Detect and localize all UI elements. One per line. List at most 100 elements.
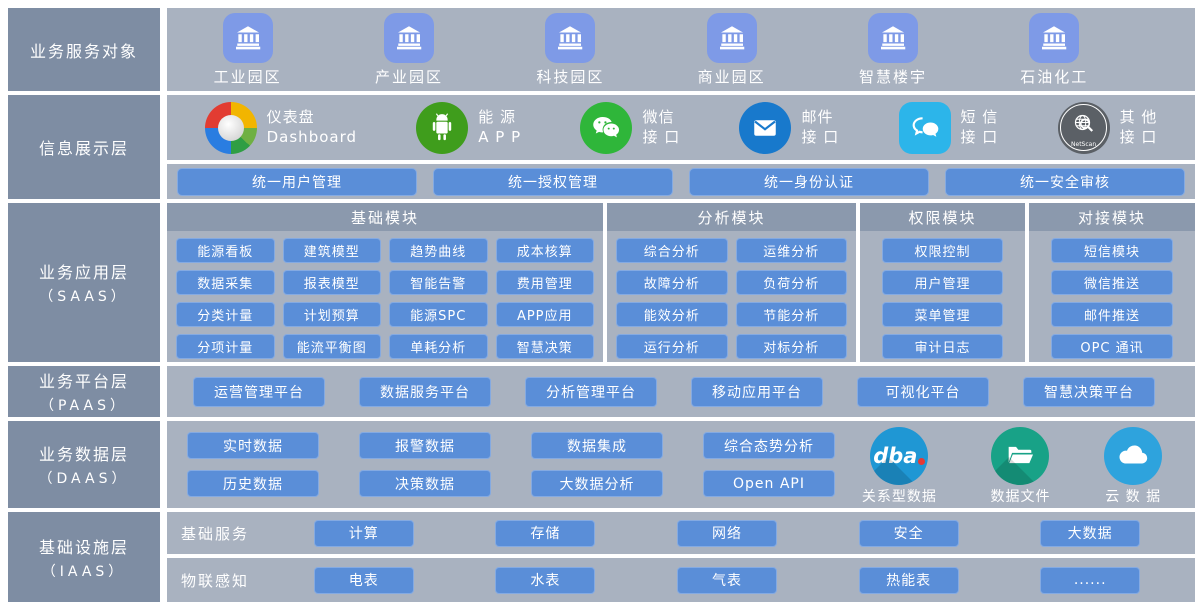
dba-badge: dba xyxy=(873,444,926,468)
data-button[interactable]: 决策数据 xyxy=(359,470,491,497)
layer-daas: 业务数据层 （DAAS） 实时数据报警数据数据集成综合态势分析历史数据决策数据大… xyxy=(8,421,1195,508)
sidebar-display: 信息展示层 xyxy=(8,95,160,199)
data-button[interactable]: 实时数据 xyxy=(187,432,319,459)
store-item: 云 数 据 xyxy=(1104,427,1163,506)
module-button[interactable]: OPC 通讯 xyxy=(1051,334,1173,359)
folder-icon xyxy=(991,427,1050,485)
bank-icon xyxy=(1029,12,1080,63)
sidebar-sublabel: （SAAS） xyxy=(39,289,129,305)
iaas-row-label: 物联感知 xyxy=(181,571,250,590)
services-panel: 工业园区产业园区科技园区商业园区智慧楼宇石油化工 xyxy=(167,8,1195,91)
sidebar-label: 业务数据层 xyxy=(38,445,129,464)
module-button[interactable]: 能流平衡图 xyxy=(282,334,381,359)
wechat-icon xyxy=(580,101,633,154)
unified-button[interactable]: 统一身份认证 xyxy=(689,167,929,196)
module-button[interactable]: 费用管理 xyxy=(495,270,594,295)
module-button[interactable]: 运行分析 xyxy=(616,334,728,359)
module-button[interactable]: 短信模块 xyxy=(1051,238,1173,263)
unified-button[interactable]: 统一用户管理 xyxy=(177,167,417,196)
module-button[interactable]: 对标分析 xyxy=(735,334,847,359)
unified-button[interactable]: 统一安全审核 xyxy=(945,167,1185,196)
cloud-icon xyxy=(1104,427,1163,485)
module-button[interactable]: 能源看板 xyxy=(176,238,275,263)
module-button[interactable]: 运维分析 xyxy=(735,238,847,263)
module-button[interactable]: 数据采集 xyxy=(176,270,275,295)
module-button[interactable]: 微信推送 xyxy=(1051,270,1173,295)
infra-button[interactable]: 存储 xyxy=(495,519,596,547)
module-button[interactable]: 故障分析 xyxy=(616,270,728,295)
infra-button[interactable]: 大数据 xyxy=(1040,519,1141,547)
module-button[interactable]: 负荷分析 xyxy=(735,270,847,295)
module-button[interactable]: 用户管理 xyxy=(882,270,1003,295)
module-button[interactable]: 节能分析 xyxy=(735,302,847,327)
module-button[interactable]: APP应用 xyxy=(495,302,594,327)
iaas-row: 物联感知 电表 水表 气表 热能表...... xyxy=(167,558,1195,602)
platform-button[interactable]: 移动应用平台 xyxy=(691,376,823,407)
platform-button[interactable]: 运营管理平台 xyxy=(193,376,325,407)
data-button[interactable]: 大数据分析 xyxy=(531,470,663,497)
dashboard-wheel-icon xyxy=(204,101,257,154)
module-button[interactable]: 单耗分析 xyxy=(389,334,488,359)
app-label: 邮件接 口 xyxy=(801,108,840,146)
module-button[interactable]: 权限控制 xyxy=(882,238,1003,263)
infra-button[interactable]: 水表 xyxy=(495,566,596,594)
data-button[interactable]: 数据集成 xyxy=(531,432,663,459)
infra-button[interactable]: 网络 xyxy=(676,519,777,547)
data-button[interactable]: 报警数据 xyxy=(359,432,491,459)
module-button[interactable]: 分项计量 xyxy=(176,334,275,359)
data-button[interactable]: 综合态势分析 xyxy=(703,432,835,459)
sidebar-label: 业务应用层 xyxy=(38,263,129,282)
infra-button[interactable]: 电表 xyxy=(313,566,414,594)
service-item: 石油化工 xyxy=(1020,12,1088,87)
infra-button[interactable]: 热能表 xyxy=(858,566,959,594)
module-button[interactable]: 智能告警 xyxy=(389,270,488,295)
platform-button[interactable]: 分析管理平台 xyxy=(525,376,657,407)
module-button[interactable]: 能源SPC xyxy=(389,302,488,327)
infra-button[interactable]: 安全 xyxy=(858,519,959,547)
data-button[interactable]: 历史数据 xyxy=(187,470,319,497)
sidebar-sublabel: （PAAS） xyxy=(40,398,128,414)
module-button[interactable]: 报表模型 xyxy=(282,270,381,295)
module-button[interactable]: 成本核算 xyxy=(495,238,594,263)
ring-decoration xyxy=(1060,104,1108,151)
module-button[interactable]: 综合分析 xyxy=(616,238,728,263)
module-title: 基础模块 xyxy=(167,203,603,231)
layer-saas: 业务应用层 （SAAS） 基础模块能源看板建筑模型趋势曲线成本核算数据采集报表模… xyxy=(8,203,1195,362)
infra-button[interactable]: 气表 xyxy=(676,566,777,594)
service-label: 工业园区 xyxy=(213,67,282,86)
module-button[interactable]: 智慧决策 xyxy=(495,334,594,359)
module-button[interactable]: 能效分析 xyxy=(616,302,728,327)
sidebar-sublabel: （IAAS） xyxy=(41,563,127,580)
module-button[interactable]: 建筑模型 xyxy=(282,238,381,263)
sidebar-label: 信息展示层 xyxy=(38,139,129,158)
module-button[interactable]: 计划预算 xyxy=(282,302,381,327)
platform-button[interactable]: 数据服务平台 xyxy=(359,376,491,407)
platform-button[interactable]: 可视化平台 xyxy=(857,376,989,407)
service-label: 商业园区 xyxy=(697,67,766,86)
module-button[interactable]: 审计日志 xyxy=(882,334,1003,359)
sidebar-label: 基础设施层 xyxy=(38,537,129,557)
infra-button[interactable]: 计算 xyxy=(313,519,414,547)
data-button[interactable]: Open API xyxy=(703,470,835,497)
module-button[interactable]: 分类计量 xyxy=(176,302,275,327)
dba-database-icon: dba xyxy=(870,427,929,485)
platform-button[interactable]: 智慧决策平台 xyxy=(1023,376,1155,407)
app-label: 短 信接 口 xyxy=(960,108,999,146)
unified-button[interactable]: 统一授权管理 xyxy=(433,167,673,196)
paas-panel: 运营管理平台 数据服务平台 分析管理平台 移动应用平台 可视化平台 智慧决策平台 xyxy=(167,366,1195,417)
iaas-row: 基础服务计算存储网络安全大数据 xyxy=(167,512,1195,554)
unified-buttons-panel: 统一用户管理统一授权管理统一身份认证统一安全审核 xyxy=(167,164,1195,199)
layer-iaas: 基础设施层 （IAAS） 基础服务计算存储网络安全大数据物联感知电表水表气表热能… xyxy=(8,512,1195,602)
module-button[interactable]: 菜单管理 xyxy=(882,302,1003,327)
infra-button[interactable]: ...... xyxy=(1040,566,1141,594)
layer-paas: 业务平台层 （PAAS） 运营管理平台数据服务平台分析管理平台移动应用平台可视化… xyxy=(8,366,1195,417)
netscan-globe-icon: NetScan xyxy=(1057,101,1110,154)
module-button[interactable]: 邮件推送 xyxy=(1051,302,1173,327)
module-button[interactable]: 趋势曲线 xyxy=(389,238,488,263)
sidebar-iaas: 基础设施层 （IAAS） xyxy=(8,512,160,602)
